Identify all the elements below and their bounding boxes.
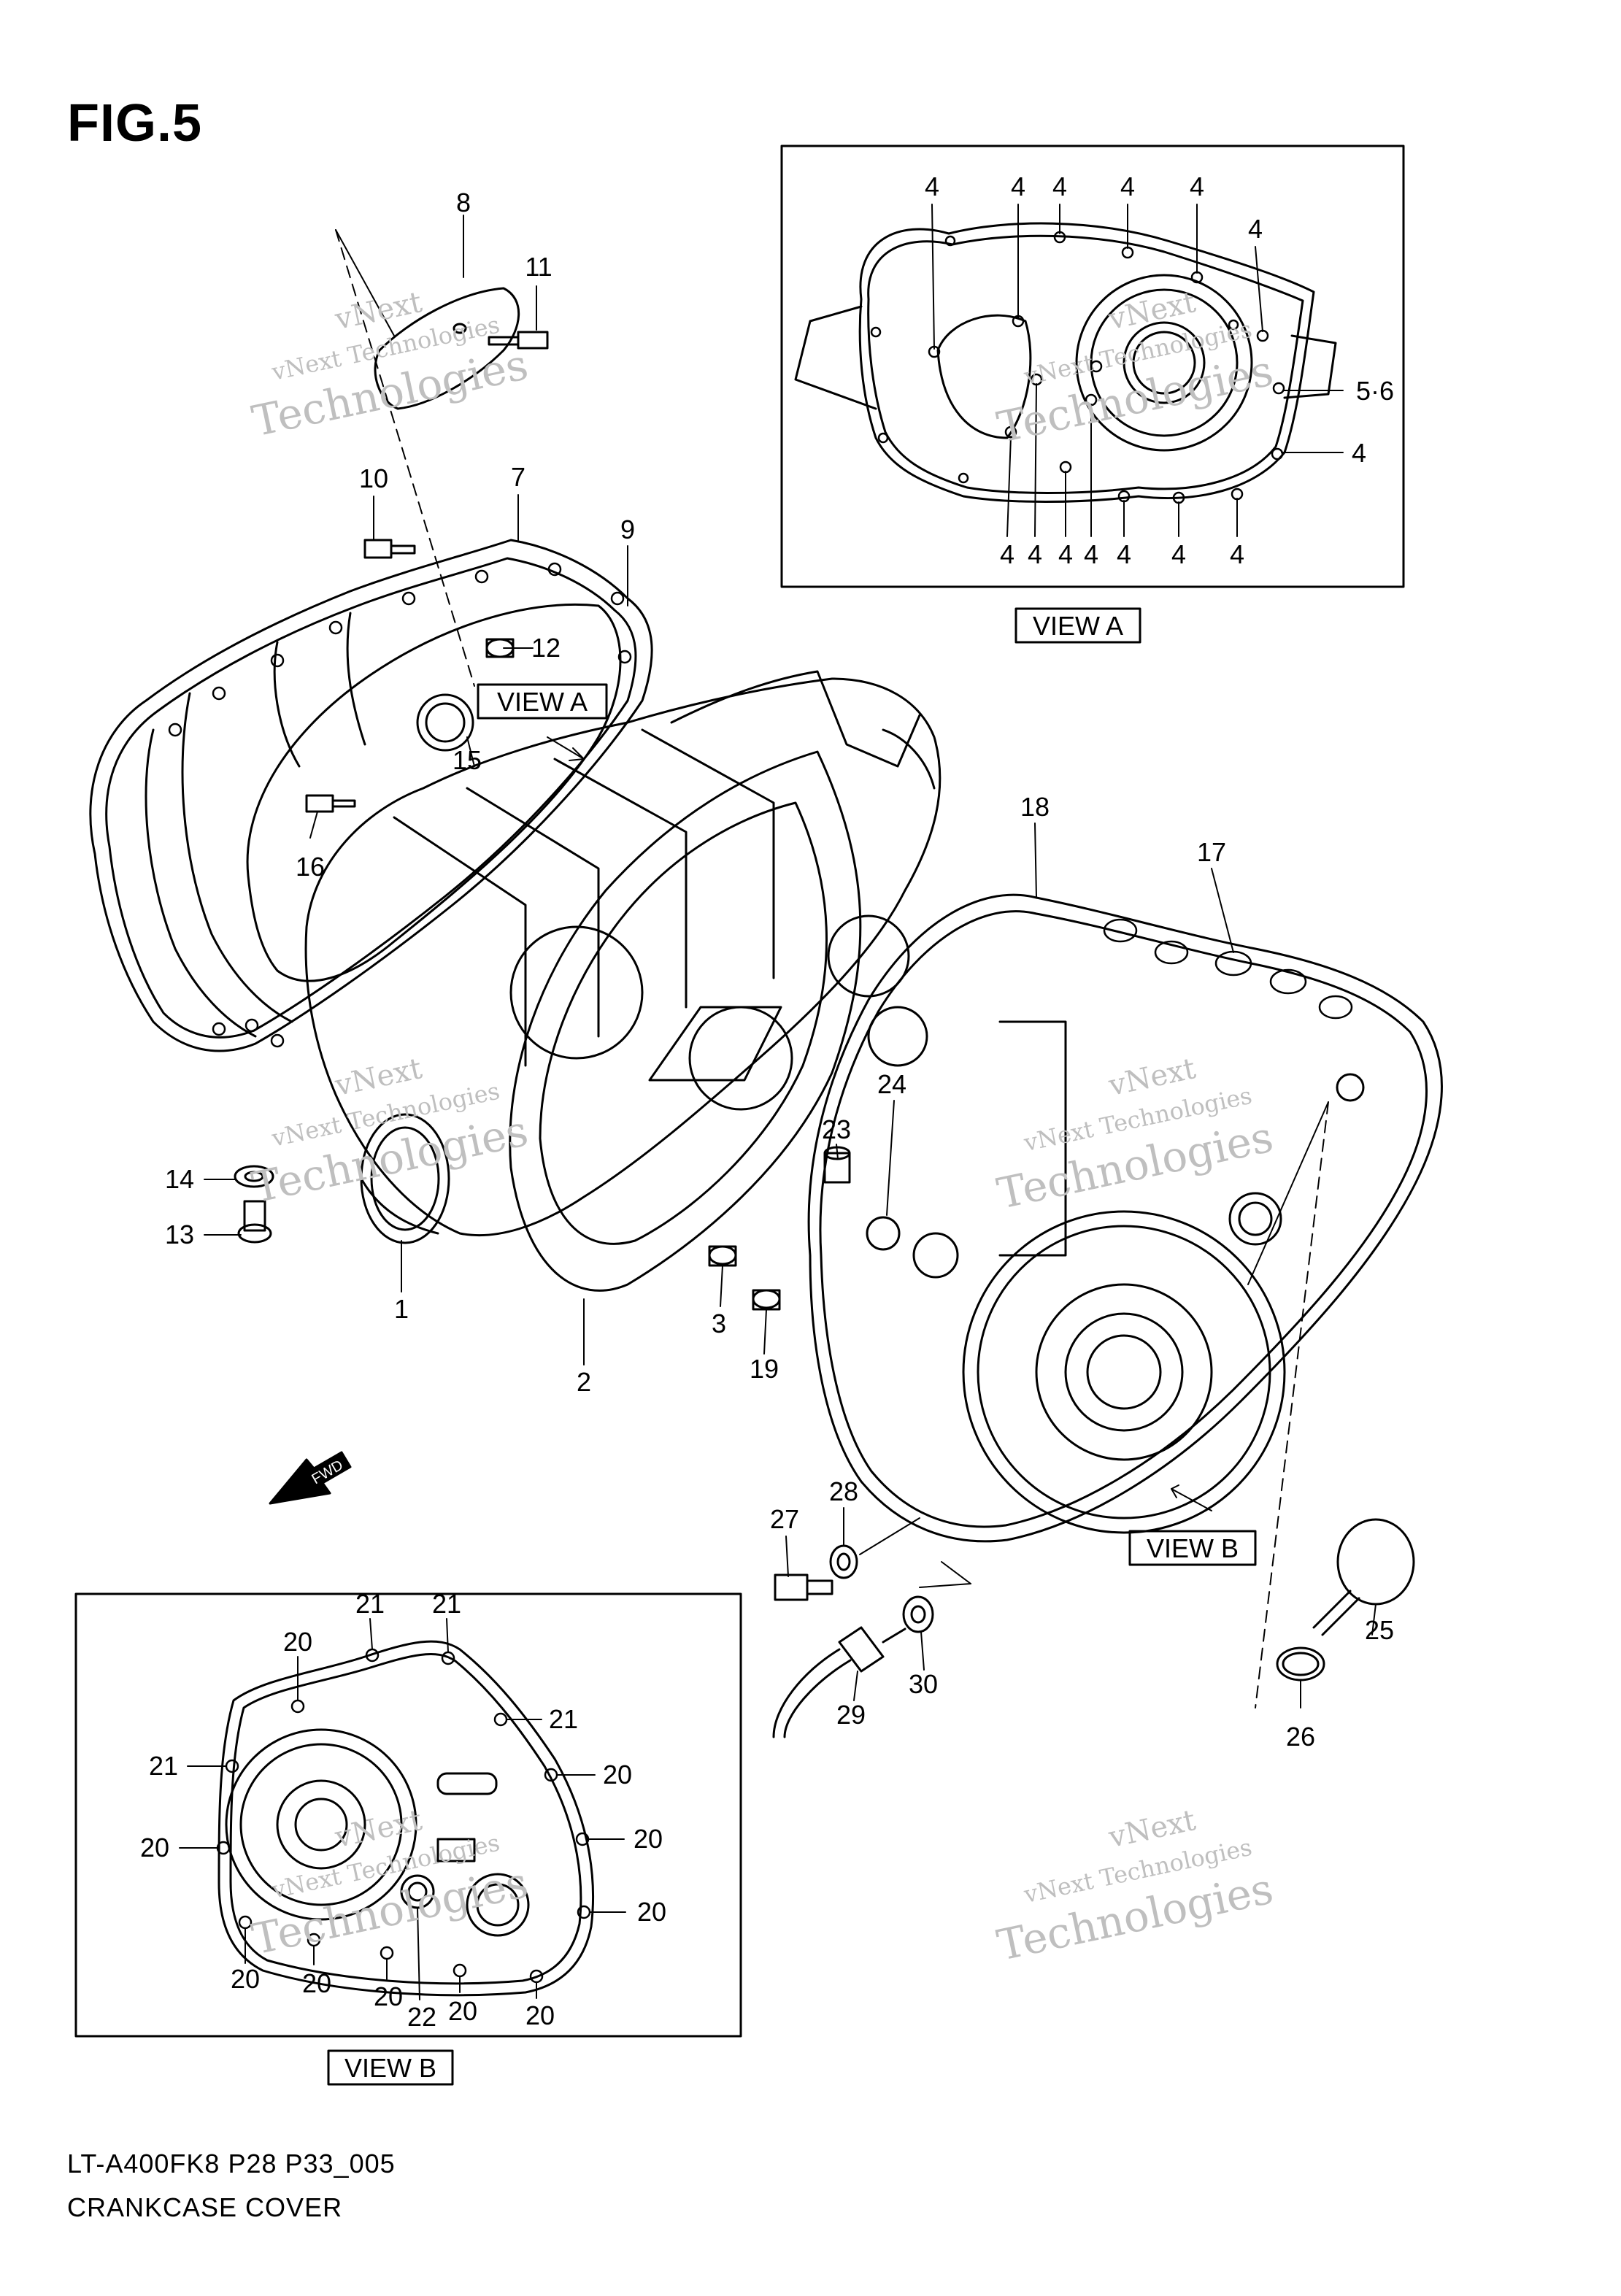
view-b-part-label: 21	[549, 1704, 578, 1734]
view-a-part-label: 4	[1058, 539, 1073, 569]
main-part-labels: 1 2 3 7 8 9 10 11 12 13 14 15 16 17 18 1…	[165, 188, 1394, 1752]
part-label: 18	[1020, 792, 1050, 822]
crankcase-body	[304, 670, 942, 1292]
view-b-part-label: 20	[283, 1627, 312, 1657]
view-b-part-label: 21	[355, 1589, 385, 1619]
view-b-part-label: 20	[637, 1897, 666, 1927]
view-a-part-label: 5·6	[1356, 376, 1394, 406]
watermarks: vNext vNext Technologies Technologies vN…	[248, 285, 1277, 1971]
part-label: 8	[456, 188, 471, 217]
part-label: 9	[620, 515, 635, 544]
part-label: 17	[1197, 837, 1226, 867]
view-b-part-label: 20	[374, 1981, 403, 2011]
view-b-part-label: 20	[448, 1996, 477, 2026]
fwd-arrow: FWD	[269, 1451, 352, 1505]
part-label: 11	[525, 252, 552, 282]
view-a-part-label: 4	[1011, 172, 1025, 201]
view-a-part-label: 4	[1084, 539, 1098, 569]
part-label: 3	[712, 1309, 726, 1338]
view-a-part-label: 4	[1000, 539, 1014, 569]
part-label: 2	[577, 1367, 591, 1397]
diagram-name: CRANKCASE COVER	[67, 2192, 343, 2222]
figure-title: FIG.5	[67, 94, 203, 153]
view-a-callout: VIEW A	[477, 683, 608, 761]
part-label: 24	[877, 1069, 906, 1099]
view-a-inset: 4 4 4 4 4 4 5·6 4 4 4 4 4 4 4 4 VIEW A	[780, 145, 1405, 644]
part-label: 16	[296, 852, 325, 882]
part-label: 28	[829, 1476, 858, 1506]
part-label: 14	[165, 1164, 194, 1194]
outer-clutch-cover	[89, 539, 653, 1052]
part-label: 12	[531, 633, 561, 663]
part-label: 1	[394, 1294, 409, 1324]
view-b-part-label: 20	[231, 1964, 260, 1994]
part-label: 27	[770, 1504, 799, 1534]
view-b-callout-label: VIEW B	[1147, 1533, 1239, 1563]
part-label: 7	[511, 462, 525, 492]
view-b-part-label: 20	[140, 1833, 169, 1862]
view-a-part-label: 4	[1248, 214, 1263, 244]
part-label: 19	[750, 1354, 779, 1384]
view-a-part-label: 4	[925, 172, 939, 201]
view-a-part-label: 4	[1352, 438, 1366, 468]
magneto-cover	[708, 893, 1443, 1543]
view-a-part-label: 4	[1117, 539, 1131, 569]
view-a-part-label: 4	[1028, 539, 1042, 569]
view-a-part-label: 4	[1171, 539, 1186, 569]
part-label: 13	[165, 1220, 194, 1249]
view-a-part-label: 4	[1190, 172, 1204, 201]
part-label: 10	[359, 463, 388, 493]
view-b-callout: VIEW B	[1128, 1484, 1257, 1566]
view-b-caption: VIEW B	[344, 2053, 436, 2083]
view-b-part-label: 22	[407, 2002, 436, 2032]
part-label: 25	[1365, 1615, 1394, 1645]
part-label: 29	[836, 1700, 866, 1730]
view-b-part-label: 20	[302, 1968, 331, 1998]
view-b-part-label: 21	[149, 1751, 178, 1781]
view-a-part-label: 4	[1120, 172, 1135, 201]
view-b-part-label: 20	[525, 2000, 555, 2030]
view-a-part-label: 4	[1052, 172, 1067, 201]
view-b-part-label: 20	[634, 1824, 663, 1854]
view-b-part-label: 20	[603, 1760, 632, 1790]
part-label: 15	[453, 745, 482, 775]
main-leaders	[204, 215, 1376, 1708]
part-label: 26	[1286, 1722, 1315, 1752]
view-a-callout-label: VIEW A	[497, 687, 588, 717]
view-a-caption: VIEW A	[1033, 611, 1123, 641]
part-label: 23	[822, 1114, 851, 1144]
view-b-part-label: 21	[432, 1589, 461, 1619]
part-label: 30	[909, 1669, 938, 1699]
small-parts	[234, 287, 1415, 1738]
view-a-part-label: 4	[1230, 539, 1244, 569]
view-b-inset: 21 21 21 21 20 20 20 20 20 20 20 20 20 2…	[74, 1589, 742, 2086]
diagram-code: LT-A400FK8 P28 P33_005	[67, 2149, 396, 2178]
